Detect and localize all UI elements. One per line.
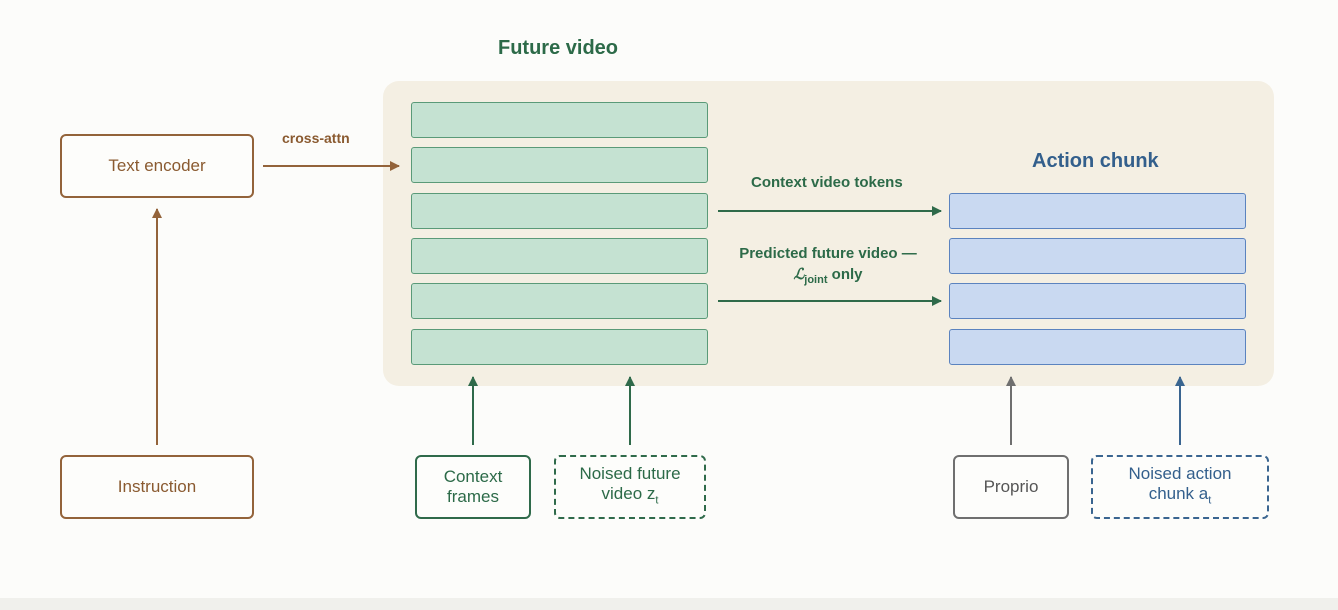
loss-symbol: ℒ xyxy=(793,265,805,283)
noised-future-line1: Noised future xyxy=(579,463,681,483)
action-token xyxy=(949,193,1246,229)
noised-action-chunk-box: Noised action chunk at xyxy=(1091,455,1269,519)
video-token xyxy=(411,147,708,183)
action-chunk-title: Action chunk xyxy=(1032,150,1159,172)
video-token xyxy=(411,102,708,138)
text-encoder-label: Text encoder xyxy=(108,156,206,175)
context-frames-line1: Context xyxy=(443,467,503,486)
text-encoder-box: Text encoder xyxy=(60,134,254,198)
action-token xyxy=(949,329,1246,365)
loss-line: ℒjoint only xyxy=(728,264,928,291)
loss-subscript: joint xyxy=(804,274,828,286)
video-token xyxy=(411,283,708,319)
future-video-title: Future video xyxy=(498,37,619,59)
video-token xyxy=(411,193,708,229)
noised-action-subscript: t xyxy=(1208,494,1212,507)
proprio-label: Proprio xyxy=(983,477,1039,496)
cross-attn-label: cross-attn xyxy=(282,130,350,146)
footer-band xyxy=(0,598,1338,610)
context-frames-line2: frames xyxy=(447,487,499,506)
instruction-label: Instruction xyxy=(117,477,197,496)
proprio-box: Proprio xyxy=(953,455,1069,519)
noised-future-video-box: Noised future video zt xyxy=(554,455,706,519)
video-token xyxy=(411,329,708,365)
context-frames-box: Context frames xyxy=(415,455,531,519)
context-video-tokens-label: Context video tokens xyxy=(751,174,903,191)
action-token xyxy=(949,238,1246,274)
noised-action-line1: Noised action xyxy=(1128,463,1232,483)
action-token xyxy=(949,283,1246,319)
noised-future-subscript: t xyxy=(655,494,659,507)
loss-suffix: only xyxy=(831,266,863,283)
noised-action-line2: chunk a xyxy=(1148,483,1209,503)
video-token xyxy=(411,238,708,274)
instruction-box: Instruction xyxy=(60,455,254,519)
predicted-future-line1: Predicted future video — xyxy=(739,245,917,262)
noised-future-line2: video z xyxy=(601,483,656,503)
predicted-future-label: Predicted future video — ℒjoint only xyxy=(728,243,928,291)
